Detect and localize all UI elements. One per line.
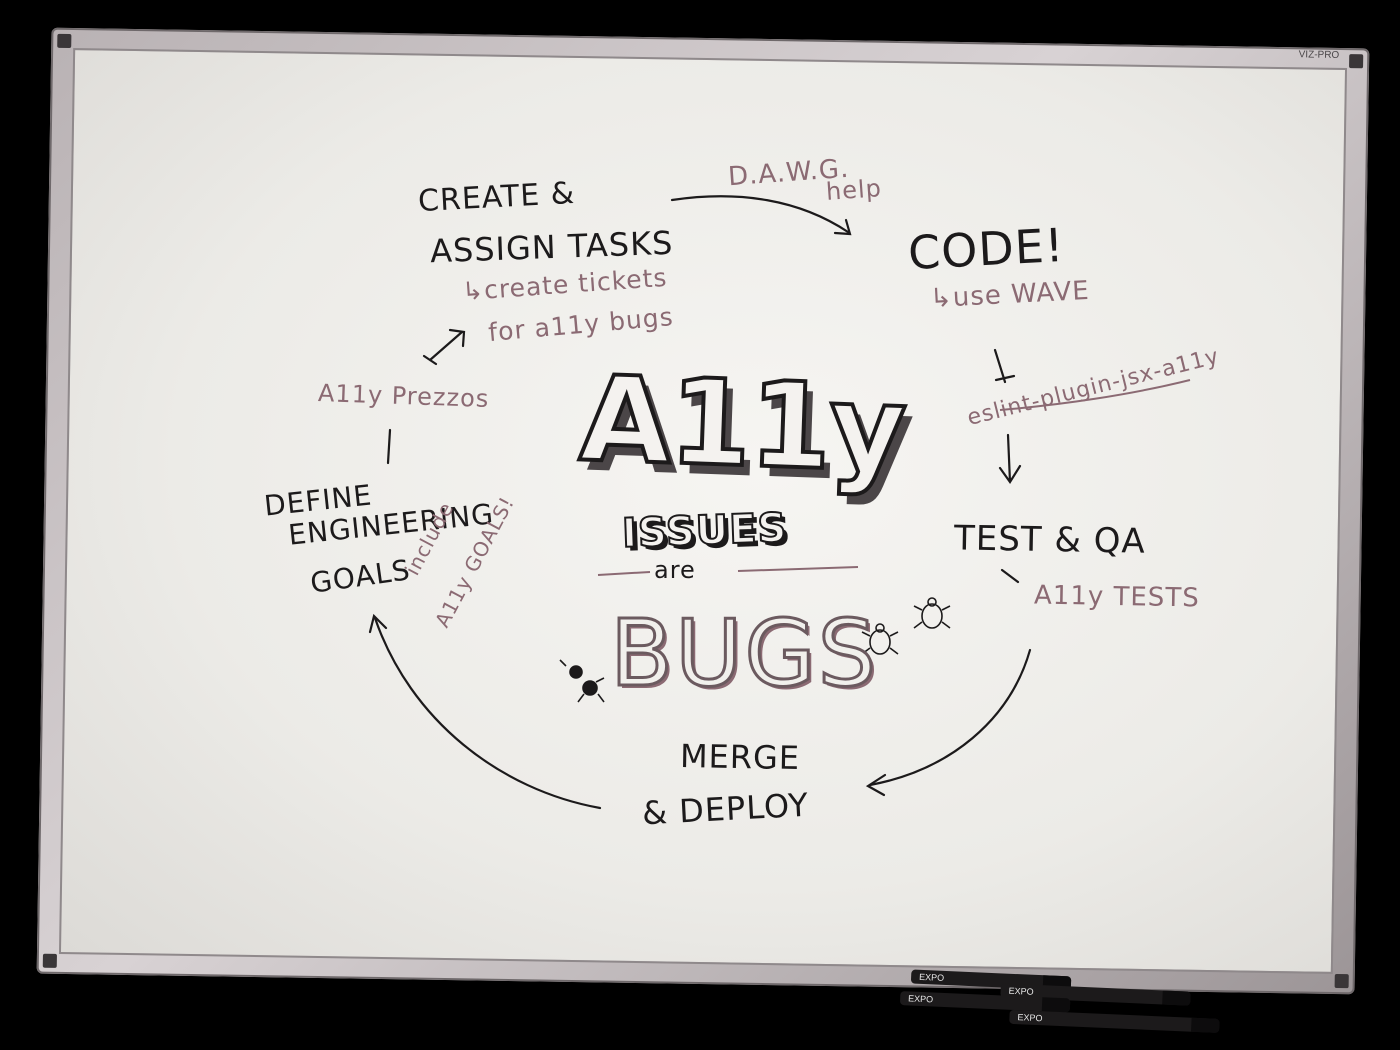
arrow-merge-to-define [373,616,602,810]
headline-are: are [654,556,696,584]
code-title: CODE! [906,217,1066,281]
bug-icon [913,597,951,629]
headline-bugs: BUGS [608,599,879,709]
arrow-eslint-to-test [998,433,1022,484]
arrowhead [368,613,388,634]
bug-icon [559,659,605,703]
are-line-left [597,571,651,576]
arrow-define-to-prezzos [386,428,392,465]
arrow-code-to-eslint [993,348,1016,384]
arrow-prezzos-to-create [422,328,466,366]
marker[interactable]: EXPO [1009,1009,1220,1033]
test-title: TEST & QA [953,518,1147,562]
arrow-test-to-merge [868,648,1032,787]
arrowhead [865,773,887,797]
dawg-label: help [825,174,883,206]
prezzos-label: A11y Prezzos [317,379,490,413]
are-line-right [737,566,859,572]
test-note: A11y TESTS [1033,580,1200,614]
bug-icon [861,623,899,655]
headline-a11y: A11y [576,347,909,500]
eslint-underline [999,379,1191,411]
headline-issues: ISSUES [620,504,789,558]
arrow-create-to-code [670,195,850,234]
arrowhead [833,218,852,236]
test-tick [1000,568,1020,584]
merge-title: MERGE [679,736,801,778]
